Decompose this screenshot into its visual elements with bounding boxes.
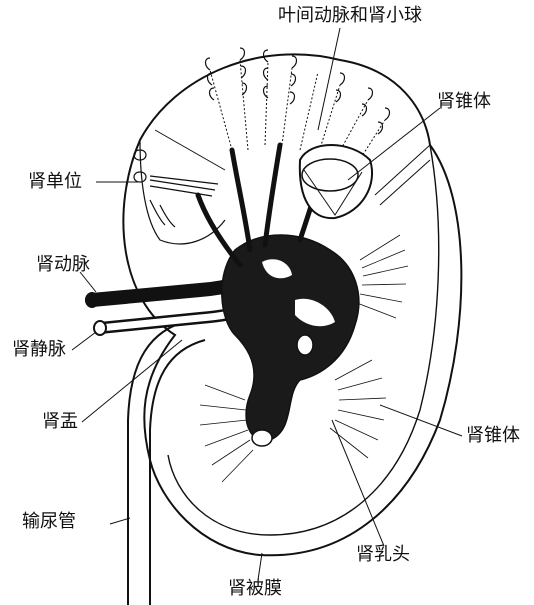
- renal-vein-end: [94, 321, 106, 335]
- calyx-opening-3: [297, 335, 313, 355]
- label-arcuate-artery-and-glomerulus: 叶间动脉和肾小球: [278, 6, 422, 26]
- leader-artery: [80, 272, 96, 292]
- label-ureter: 输尿管: [22, 512, 76, 532]
- label-renal-pyramid-upper: 肾锥体: [437, 92, 491, 112]
- calyx-opening-4: [252, 430, 272, 446]
- label-renal-pelvis: 肾盂: [42, 412, 78, 432]
- ureter: [128, 320, 190, 605]
- label-renal-artery: 肾动脉: [36, 255, 90, 275]
- cortex-line-top: [155, 130, 225, 170]
- label-renal-capsule: 肾被膜: [228, 579, 282, 599]
- leader-capsule: [258, 553, 262, 580]
- label-renal-pyramid-lower: 肾锥体: [466, 426, 520, 446]
- leader-pelvis: [82, 340, 182, 422]
- leader-pyramid-1: [348, 108, 440, 180]
- label-renal-unit: 肾单位: [28, 172, 82, 192]
- ureter-inner: [150, 340, 205, 605]
- leader-arcuate: [318, 28, 340, 130]
- label-renal-vein: 肾静脉: [12, 340, 66, 360]
- cortex-line-right: [375, 145, 430, 205]
- leader-pyramid-2: [380, 405, 462, 436]
- glomerulus-curls: [206, 48, 390, 134]
- label-renal-papilla: 肾乳头: [356, 545, 410, 565]
- renal-artery-end: [85, 292, 99, 308]
- leader-vein: [72, 332, 96, 350]
- upper-pyramid: [300, 145, 372, 218]
